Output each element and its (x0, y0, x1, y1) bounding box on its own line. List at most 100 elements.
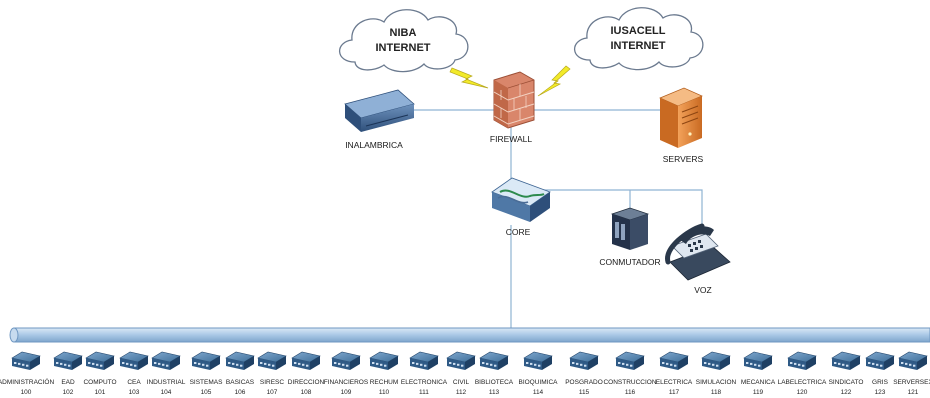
switch-icon (479, 351, 509, 370)
core-switch-icon (491, 177, 551, 222)
switch-label: BIOQUIMICA (518, 379, 558, 386)
switch-icon (11, 351, 41, 370)
switch-icon (569, 351, 599, 370)
switch-label: POSGRADO (565, 379, 603, 386)
switch-label: LABELECTRICA (778, 379, 827, 386)
switch-label: DIRECCION (288, 379, 325, 386)
switch-vlan-number: 118 (711, 389, 722, 396)
switch-vlan-number: 104 (161, 389, 172, 396)
switch-icon (369, 351, 399, 370)
switch-vlan-number: 122 (841, 389, 852, 396)
switch-label: CEA (127, 379, 141, 386)
switch-vlan-number: 109 (341, 389, 352, 396)
switch-vlan-number: 108 (301, 389, 312, 396)
switch-computo: COMPUTO 101 (83, 351, 117, 396)
voz-node: VOZ (665, 223, 731, 295)
switch-label: EAD (61, 379, 75, 386)
switch-icon (446, 351, 476, 370)
lightning-icon (449, 67, 489, 89)
switch-vlan-number: 121 (908, 389, 919, 396)
switch-label: ELECTRICA (656, 379, 693, 386)
core-label: CORE (506, 227, 531, 237)
switch-vlan-number: 111 (419, 389, 429, 396)
wireless-router-icon (344, 89, 415, 132)
switch-label: COMPUTO (83, 379, 116, 386)
switch-label: SIMULACION (696, 379, 737, 386)
switch-vlan-number: 101 (95, 389, 106, 396)
switch-serversex: SERVERSEX 121 (893, 351, 930, 396)
pbx-icon (610, 207, 650, 250)
switch-label: GRIS (872, 379, 889, 386)
switch-icon (831, 351, 861, 370)
switch-financieros: FINANCIEROS 109 (324, 351, 369, 396)
cloud-label-line1: NIBA (390, 27, 417, 39)
switch-vlan-number: 114 (533, 389, 544, 396)
switch-icon (701, 351, 731, 370)
backbone-end-cap (9, 327, 19, 343)
switch-rechum: RECHUM 110 (369, 351, 399, 396)
switch-icon (257, 351, 287, 370)
switch-icon (523, 351, 553, 370)
switch-vlan-number: 117 (669, 389, 680, 396)
cloud-label-line2: INTERNET (376, 42, 431, 54)
firewall: FIREWALL (490, 71, 535, 144)
inalambrica-node: INALAMBRICA (344, 89, 415, 150)
switch-label: MECANICA (741, 379, 776, 386)
switch-icon (865, 351, 895, 370)
switch-label: RECHUM (370, 379, 399, 386)
firewall-icon (493, 71, 535, 129)
switch-direccion: DIRECCION 108 (288, 351, 325, 396)
conmutador-node: CONMUTADOR (599, 207, 661, 267)
switch-vlan-number: 119 (753, 389, 764, 396)
switch-mecanica: MECANICA 119 (741, 351, 776, 396)
switch-icon (85, 351, 115, 370)
switch-vlan-number: 112 (456, 389, 467, 396)
switch-bioquimica: BIOQUIMICA 114 (518, 351, 558, 396)
cloud-niba: NIBA INTERNET (338, 9, 469, 73)
backbone-bus (9, 327, 930, 343)
switch-icon (119, 351, 149, 370)
switch-simulacion: SIMULACION 118 (696, 351, 737, 396)
telephone-icon (665, 223, 731, 281)
switch-icon (409, 351, 439, 370)
switch-icon (53, 351, 83, 370)
inalambrica-label: INALAMBRICA (345, 140, 403, 150)
cloud-label-line1: IUSACELL (611, 25, 666, 37)
core-node: CORE (491, 177, 551, 237)
link-core-voz (540, 189, 703, 232)
voz-label: VOZ (694, 285, 711, 295)
switch-vlan-number: 106 (235, 389, 246, 396)
switch-icon (225, 351, 255, 370)
switch-icon (291, 351, 321, 370)
cloud-icon (573, 7, 704, 71)
conmutador-label: CONMUTADOR (599, 257, 660, 267)
switch-vlan-number: 110 (379, 389, 390, 396)
switch-sindicato: SINDICATO 122 (829, 351, 864, 396)
switch-label: ELECTRONICA (401, 379, 448, 386)
switch-label: SERVERSEX (893, 379, 930, 386)
backbone-pipe (13, 327, 930, 343)
switch-vlan-number: 102 (63, 389, 74, 396)
firewall-label: FIREWALL (490, 134, 532, 144)
switch-label: SINDICATO (829, 379, 864, 386)
switch-label: BIBLIOTECA (475, 379, 514, 386)
switch-label: CONSTRUCCION (603, 379, 656, 386)
switch-label: SISTEMAS (190, 379, 224, 386)
switch-ead: EAD 102 (53, 351, 83, 396)
switch-label: SIRESC (260, 379, 285, 386)
switch-icon (743, 351, 773, 370)
lightning-icon (537, 65, 571, 97)
switch-label: FINANCIEROS (324, 379, 369, 386)
switch-label: ADMINISTRACIÓN (0, 377, 54, 386)
switch-electrica: ELECTRICA 117 (656, 351, 693, 396)
cloud-icon (338, 9, 469, 73)
server-icon (659, 87, 703, 148)
